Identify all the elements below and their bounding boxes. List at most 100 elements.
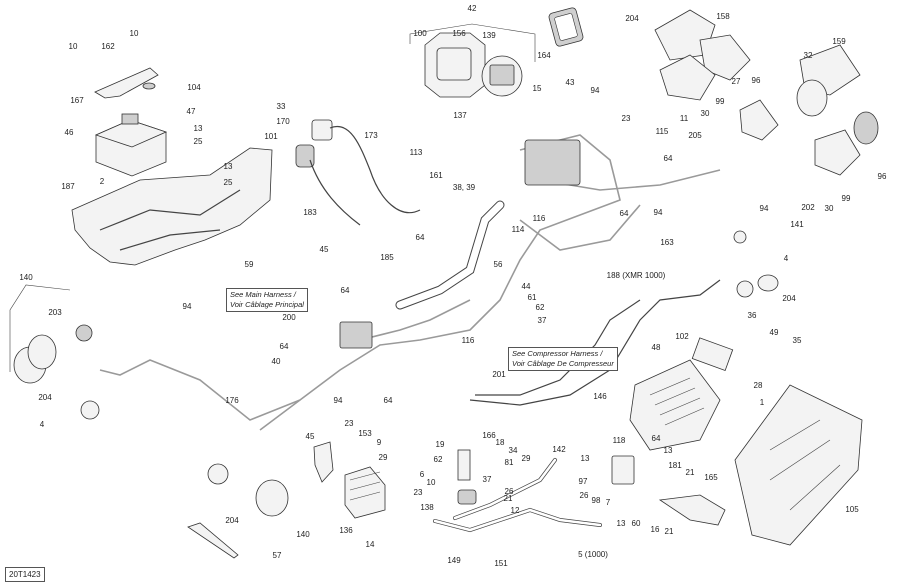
callout-label-4[interactable]: 4 [39,420,45,429]
callout-label-151[interactable]: 151 [494,559,508,568]
callout-label-7[interactable]: 7 [605,498,611,507]
callout-label-100[interactable]: 100 [413,29,427,38]
callout-label-40[interactable]: 40 [271,357,281,366]
callout-label-64[interactable]: 64 [663,154,673,163]
callout-label-61[interactable]: 61 [527,293,537,302]
callout-label-105[interactable]: 105 [845,505,859,514]
callout-label-164[interactable]: 164 [537,51,551,60]
callout-label-10[interactable]: 10 [129,29,139,38]
callout-label-181[interactable]: 181 [668,461,682,470]
callout-label-59[interactable]: 59 [244,260,254,269]
callout-label-10[interactable]: 10 [68,42,78,51]
callout-label-21[interactable]: 21 [664,527,674,536]
callout-label-4[interactable]: 4 [783,254,789,263]
callout-label-33[interactable]: 33 [276,102,286,111]
note-compressor-harness[interactable]: See Compressor Harness / Voir Câblage De… [508,347,618,371]
callout-label-204[interactable]: 204 [225,516,239,525]
callout-label-27[interactable]: 27 [731,77,741,86]
callout-label-46[interactable]: 46 [64,128,74,137]
callout-label-102[interactable]: 102 [675,332,689,341]
callout-label-1[interactable]: 1 [759,398,765,407]
callout-label-29[interactable]: 29 [378,453,388,462]
callout-label-118[interactable]: 118 [612,436,626,445]
callout-label-30[interactable]: 30 [700,109,710,118]
callout-label-25[interactable]: 25 [223,178,233,187]
callout-label-26[interactable]: 26 [504,487,514,496]
callout-label-173[interactable]: 173 [364,131,378,140]
callout-label-140[interactable]: 140 [296,530,310,539]
callout-label-142[interactable]: 142 [552,445,566,454]
callout-label-203[interactable]: 203 [48,308,62,317]
callout-label-170[interactable]: 170 [276,117,290,126]
callout-label-56[interactable]: 56 [493,260,503,269]
callout-label-201[interactable]: 201 [492,370,506,379]
callout-label-161[interactable]: 161 [429,171,443,180]
callout-label-165[interactable]: 165 [704,473,718,482]
callout-label-94[interactable]: 94 [590,86,600,95]
callout-label-12[interactable]: 12 [510,506,520,515]
callout-label-13[interactable]: 13 [663,446,673,455]
callout-label-149[interactable]: 149 [447,556,461,565]
callout-label-16[interactable]: 16 [650,525,660,534]
callout-label-94[interactable]: 94 [333,396,343,405]
callout-label-204[interactable]: 204 [782,294,796,303]
callout-label-141[interactable]: 141 [790,220,804,229]
callout-label-36[interactable]: 36 [747,311,757,320]
callout-label-101[interactable]: 101 [264,132,278,141]
callout-label-23[interactable]: 23 [344,419,354,428]
callout-label-96[interactable]: 96 [751,76,761,85]
callout-label-23[interactable]: 23 [621,114,631,123]
callout-label-187[interactable]: 187 [61,182,75,191]
callout-label-204[interactable]: 204 [625,14,639,23]
callout-label-19[interactable]: 19 [435,440,445,449]
callout-label-47[interactable]: 47 [186,107,196,116]
callout-label-205[interactable]: 205 [688,131,702,140]
callout-label-49[interactable]: 49 [769,328,779,337]
callout-label-23[interactable]: 23 [413,488,423,497]
callout-label-13[interactable]: 13 [616,519,626,528]
callout-label-26[interactable]: 26 [579,491,589,500]
callout-label-96[interactable]: 96 [877,172,887,181]
callout-label-97[interactable]: 97 [578,477,588,486]
callout-label-158[interactable]: 158 [716,12,730,21]
callout-label-28[interactable]: 28 [753,381,763,390]
callout-label-204[interactable]: 204 [38,393,52,402]
callout-label-153[interactable]: 153 [358,429,372,438]
callout-label-48[interactable]: 48 [651,343,661,352]
callout-label-38-39[interactable]: 38, 39 [452,183,476,192]
callout-label-42[interactable]: 42 [467,4,477,13]
callout-label-98[interactable]: 98 [591,496,601,505]
callout-label-15[interactable]: 15 [532,84,542,93]
callout-label-64[interactable]: 64 [651,434,661,443]
callout-label-163[interactable]: 163 [660,238,674,247]
callout-label-5-1000-[interactable]: 5 (1000) [578,550,608,559]
callout-label-185[interactable]: 185 [380,253,394,262]
callout-label-62[interactable]: 62 [535,303,545,312]
callout-label-18[interactable]: 18 [495,438,505,447]
callout-label-45[interactable]: 45 [319,245,329,254]
callout-label-64[interactable]: 64 [383,396,393,405]
callout-label-176[interactable]: 176 [225,396,239,405]
callout-label-202[interactable]: 202 [801,203,815,212]
callout-label-159[interactable]: 159 [832,37,846,46]
callout-label-13[interactable]: 13 [193,124,203,133]
callout-label-183[interactable]: 183 [303,208,317,217]
callout-label-137[interactable]: 137 [453,111,467,120]
note-main-harness[interactable]: See Main Harness / Voir Câblage Principa… [226,288,308,312]
callout-label-94[interactable]: 94 [759,204,769,213]
callout-label-62[interactable]: 62 [433,455,443,464]
callout-label-116[interactable]: 116 [532,214,546,223]
callout-label-166[interactable]: 166 [482,431,496,440]
callout-label-136[interactable]: 136 [339,526,353,535]
callout-label-29[interactable]: 29 [521,454,531,463]
callout-label-60[interactable]: 60 [631,519,641,528]
callout-label-64[interactable]: 64 [619,209,629,218]
callout-label-115[interactable]: 115 [655,127,669,136]
callout-label-37[interactable]: 37 [482,475,492,484]
callout-label-113[interactable]: 113 [409,148,423,157]
callout-label-64[interactable]: 64 [415,233,425,242]
callout-label-45[interactable]: 45 [305,432,315,441]
callout-label-156[interactable]: 156 [452,29,466,38]
callout-label-57[interactable]: 57 [272,551,282,560]
callout-label-188-xmr-1000-[interactable]: 188 (XMR 1000) [606,271,666,280]
